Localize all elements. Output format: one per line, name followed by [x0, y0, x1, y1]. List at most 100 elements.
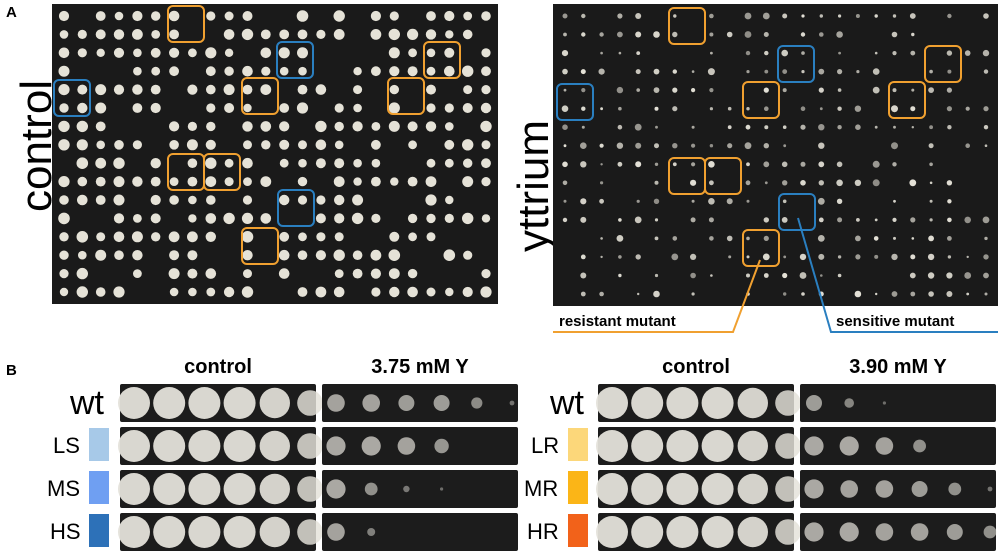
- colony: [205, 157, 217, 169]
- spot-strip: [322, 427, 518, 465]
- right-row-wt-label: wt: [550, 384, 584, 422]
- colony: [600, 51, 603, 55]
- colony: [113, 157, 125, 169]
- colony: [929, 199, 933, 203]
- spot: [839, 436, 859, 456]
- colony: [818, 217, 824, 223]
- colony: [151, 30, 161, 39]
- colony: [782, 88, 787, 93]
- colony: [762, 12, 770, 20]
- right-row-lr-label: LR: [531, 433, 560, 458]
- colony: [390, 177, 399, 186]
- colony: [169, 140, 179, 150]
- spot: [118, 516, 150, 548]
- colony: [984, 292, 988, 296]
- colony: [818, 87, 824, 93]
- spot: [666, 473, 699, 505]
- spot: [223, 430, 256, 462]
- colony: [243, 140, 252, 150]
- colony: [838, 14, 842, 18]
- spot: [440, 487, 444, 491]
- colony: [745, 50, 751, 56]
- spot: [362, 394, 381, 412]
- colony: [927, 253, 935, 261]
- colony: [462, 139, 474, 151]
- colony: [445, 122, 454, 131]
- colony: [837, 69, 843, 75]
- colony: [334, 121, 344, 132]
- colony: [764, 69, 769, 74]
- colony: [856, 70, 860, 74]
- colony: [316, 29, 326, 39]
- colony: [820, 274, 823, 277]
- colony: [426, 66, 436, 76]
- colony: [371, 139, 381, 150]
- colony: [635, 13, 642, 19]
- resistant-mutant-box: [241, 227, 279, 265]
- colony: [819, 32, 824, 37]
- colony: [224, 158, 234, 168]
- colony: [279, 231, 290, 242]
- colony: [151, 66, 161, 76]
- spot: [804, 436, 824, 456]
- spot-strip: [322, 513, 518, 551]
- colony: [947, 199, 952, 204]
- colony: [964, 50, 971, 56]
- colony: [445, 195, 454, 205]
- colony: [800, 124, 806, 130]
- colony: [909, 272, 916, 279]
- colony: [371, 213, 381, 223]
- colony: [691, 143, 696, 148]
- colony: [426, 232, 436, 242]
- spot: [948, 482, 962, 496]
- colony: [635, 254, 641, 260]
- colony: [296, 10, 309, 22]
- colony: [928, 87, 934, 93]
- colony: [223, 212, 235, 225]
- resistant-mutant-box: [203, 153, 241, 191]
- colony: [481, 85, 491, 95]
- colony: [781, 217, 788, 223]
- colony: [132, 176, 143, 187]
- colony: [635, 142, 642, 149]
- colony: [95, 121, 106, 132]
- colony: [764, 106, 769, 111]
- colony: [947, 217, 952, 223]
- colony: [443, 249, 456, 261]
- colony: [96, 48, 105, 57]
- colony: [818, 253, 825, 260]
- colony: [205, 66, 216, 77]
- spot: [118, 473, 150, 505]
- colony: [635, 31, 642, 38]
- colony: [370, 29, 382, 40]
- control-plate-image: [52, 4, 498, 304]
- colony: [946, 291, 953, 297]
- colony: [334, 103, 344, 113]
- colony: [316, 195, 326, 205]
- colony: [874, 14, 878, 18]
- spot: [596, 387, 628, 419]
- colony: [241, 231, 254, 243]
- spot: [701, 430, 734, 462]
- resistant-mutant-box: [387, 77, 425, 115]
- colony: [426, 287, 436, 297]
- colony: [581, 88, 586, 93]
- spot: [326, 479, 346, 499]
- colony: [709, 32, 714, 37]
- colony: [151, 11, 161, 21]
- colony: [929, 218, 933, 222]
- colony: [984, 144, 988, 147]
- spot: [188, 473, 221, 505]
- colony: [132, 84, 143, 95]
- colony: [206, 287, 216, 297]
- colony: [113, 47, 125, 58]
- colony: [710, 51, 713, 55]
- colony: [690, 217, 696, 223]
- colony: [388, 47, 400, 59]
- colony: [764, 125, 769, 130]
- colony: [892, 14, 897, 18]
- sensitive-mutant-label: sensitive mutant: [836, 313, 955, 330]
- colony: [444, 213, 454, 223]
- colony: [205, 231, 216, 242]
- colony: [928, 235, 934, 242]
